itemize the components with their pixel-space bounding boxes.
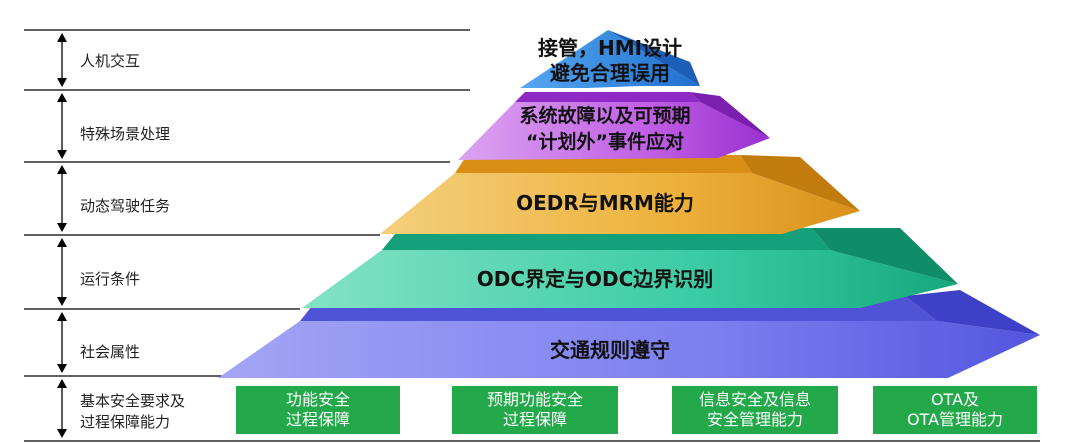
arrow-icon [57,165,67,232]
layer-hmi-title: 接管，HMI设计 避免合理误用 [520,36,700,86]
left-axis [24,29,1040,442]
base-box-line2: 安全管理能力 [706,410,803,429]
base-box-line1: 功能安全 [285,390,350,409]
label-basic-safety-2: 过程保障能力 [80,413,171,431]
base-box-line2: 过程保障 [285,410,350,429]
base-box-line2: 过程保障 [502,410,567,429]
arrow-icon [57,33,67,87]
label-special-scenario: 特殊场景处理 [80,125,171,143]
layer-ddt-title: OEDR与MRM能力 [516,191,694,215]
layer-ddt [380,155,860,234]
arrow-icon [57,379,67,438]
label-social-attributes: 社会属性 [80,343,141,361]
layer-special-line1: 系统故障以及可预期 [519,105,691,127]
base-box-line1: OTA及 [930,390,980,409]
label-hmi: 人机交互 [80,52,141,70]
layer-hmi-line2: 避免合理误用 [550,61,670,85]
arrow-icon [57,93,67,159]
base-box-functional-safety: 功能安全 过程保障 [236,386,400,434]
base-box-line1: 信息安全及信息 [698,390,811,409]
layer-special-line2: “计划外”事件应对 [526,131,684,153]
arrow-icon [57,312,67,373]
base-box-line2: OTA管理能力 [906,410,1004,429]
base-box-cybersecurity: 信息安全及信息 安全管理能力 [672,386,838,434]
base-box-sotif: 预期功能安全 过程保障 [452,386,618,434]
label-basic-safety-1: 基本安全要求及 [80,392,186,410]
layer-odc [302,228,958,308]
label-ddt: 动态驾驶任务 [80,197,171,215]
base-box-ota: OTA及 OTA管理能力 [873,386,1037,434]
label-operating-conditions: 运行条件 [80,270,141,288]
arrow-icon [57,238,67,306]
layer-special [458,92,770,160]
layer-hmi-line1: 接管，HMI设计 [537,36,683,60]
layer-odc-title: ODC界定与ODC边界识别 [476,267,714,291]
layer-hmi [520,30,700,88]
base-box-line1: 预期功能安全 [486,390,583,409]
layer-special-title: 系统故障以及可预期 “计划外”事件应对 [480,103,730,155]
layer-social-title: 交通规则遵守 [550,338,670,362]
